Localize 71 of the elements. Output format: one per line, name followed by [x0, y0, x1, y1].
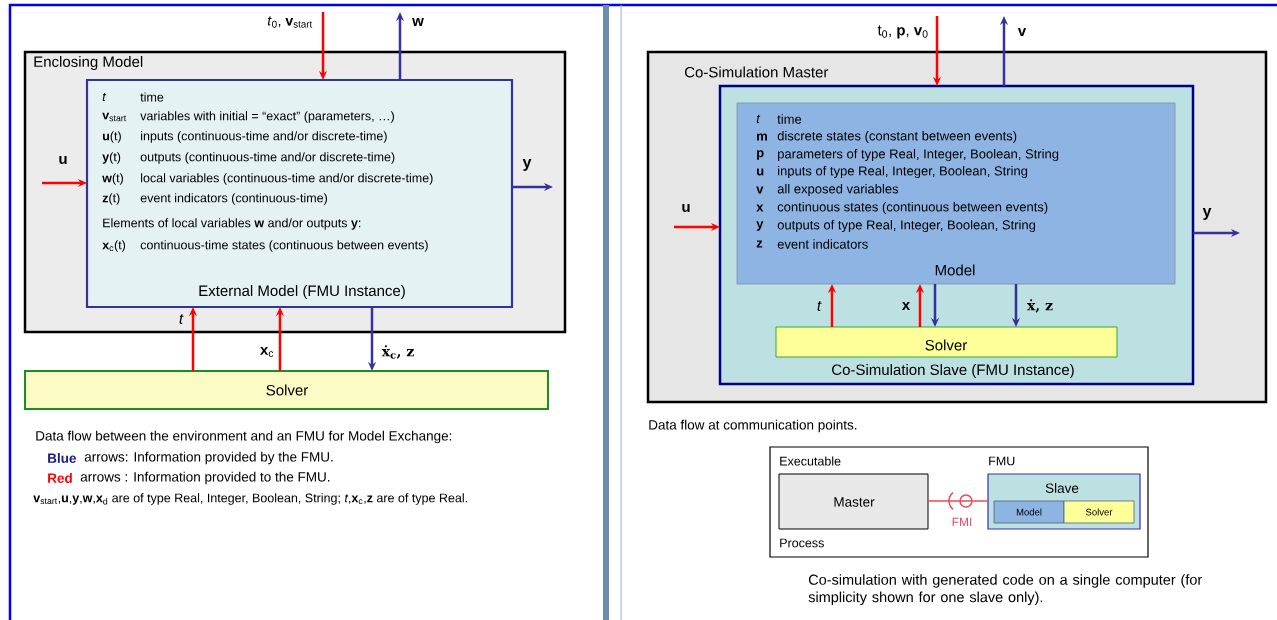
variable-symbol: t: [102, 92, 107, 102]
variable-description: inputs of type Real, Integer, Boolean, String: [778, 165, 1028, 179]
connector-line: [927, 500, 989, 502]
edge-label: ẋ$_{c}$, z: [381, 345, 414, 359]
edge-label: u: [682, 203, 690, 212]
variable-description: event indicators (continuous-time): [140, 193, 327, 205]
edge-label: u: [59, 155, 67, 165]
variable-description: inputs (continuous-time and/or discrete-time): [141, 131, 387, 143]
variable-symbol: y: [756, 221, 764, 231]
variable-description: outputs (continuous-time and/or discrete-time): [140, 152, 395, 164]
edge-label: y: [522, 159, 532, 171]
edge-label: t: [817, 301, 822, 311]
variable-description: outputs of type Real, Integer, Boolean, String: [777, 219, 1036, 233]
solver-box: Solver: [24, 370, 549, 410]
variable-description: all exposed variables: [777, 183, 899, 197]
edge-label: x: [901, 302, 911, 310]
variable-symbol: p: [757, 150, 764, 160]
model-box: [736, 102, 1176, 285]
edge-label: x$_{c}$: [260, 346, 274, 358]
edge-label: t$_{0}$, p, v$_{0}$: [877, 25, 928, 39]
variable-symbol: z(t): [102, 193, 120, 205]
variable-description: continuous-time states (continuous between events): [140, 240, 428, 252]
master-box: Master: [778, 473, 929, 530]
caption: Co-simulation with generated code on a single computer (for simplicity shown for one slave only).: [808, 574, 1202, 606]
variable-description: time: [777, 114, 802, 124]
variable-description: parameters of type Real, Integer, Boolean, String: [778, 148, 1059, 162]
box-title: Executable: [780, 456, 841, 466]
variable-description: time: [140, 92, 164, 102]
box-title: External Model (FMU Instance): [199, 285, 405, 299]
edge-label: t: [179, 314, 184, 324]
variable-symbol: w(t): [102, 173, 123, 185]
variable-description: variables with initial = “exact” (parameters, …): [140, 111, 394, 123]
note-text: Elements of local variables w and/or outputs y:: [103, 218, 361, 230]
variable-description: discrete states (constant between events): [777, 130, 1017, 144]
edge-label: w: [412, 18, 424, 26]
box-title: Co-Simulation Slave (FMU Instance): [832, 364, 1074, 378]
variable-symbol: u: [757, 168, 764, 176]
variable-symbol: m: [757, 133, 767, 141]
variable-symbol: z: [756, 240, 763, 248]
edge-label: ẋ, z: [1027, 299, 1053, 313]
model-box: Model: [993, 500, 1065, 524]
caption: Data flow at communication points.: [649, 419, 857, 433]
variable-symbol: t: [756, 114, 761, 124]
legend-text: Blue: [48, 453, 76, 463]
legend-text: arrows : Information provided to the FMU.: [80, 471, 330, 485]
box-title: Enclosing Model: [34, 56, 143, 70]
variable-description: continuous states (continuous between events): [777, 201, 1048, 215]
edge-label: FMI: [952, 517, 972, 527]
variable-symbol: y(t): [102, 152, 121, 164]
legend-text: Red: [48, 473, 72, 483]
variable-symbol: u(t): [103, 131, 121, 143]
solver-box: Solver: [775, 326, 1118, 358]
legend-text: arrows: Information provided by the FMU.: [84, 451, 333, 465]
variable-description: local variables (continuous-time and/or discrete-time): [141, 173, 433, 185]
note-text: v$_{start}$,u,y,w,x$_{d}$ are of type Real, Integer, Boolean, String; t,x$_{c}$,z are of type Real.: [33, 493, 467, 505]
edge-label: v: [1017, 28, 1027, 36]
fmu-box: [85, 78, 514, 309]
box-title: Slave: [1045, 483, 1079, 493]
variable-symbol: v: [756, 186, 764, 194]
caption: Data flow between the environment and an FMU for Model Exchange:: [36, 430, 452, 444]
box-title: Model: [935, 264, 975, 276]
variable-symbol: x$_{c}$(t): [102, 240, 126, 252]
box-title: Co-Simulation Master: [685, 66, 829, 78]
box-title: Process: [780, 538, 824, 548]
variable-symbol: x: [756, 204, 764, 212]
solver-box: Solver: [1063, 500, 1135, 524]
edge-label: t$_{0}$, v$_{start}$: [267, 16, 313, 28]
variable-symbol: v$_{start}$: [102, 112, 127, 122]
variable-description: event indicators: [777, 239, 868, 249]
box-title: FMU: [989, 456, 1015, 466]
edge-label: y: [1202, 208, 1212, 220]
